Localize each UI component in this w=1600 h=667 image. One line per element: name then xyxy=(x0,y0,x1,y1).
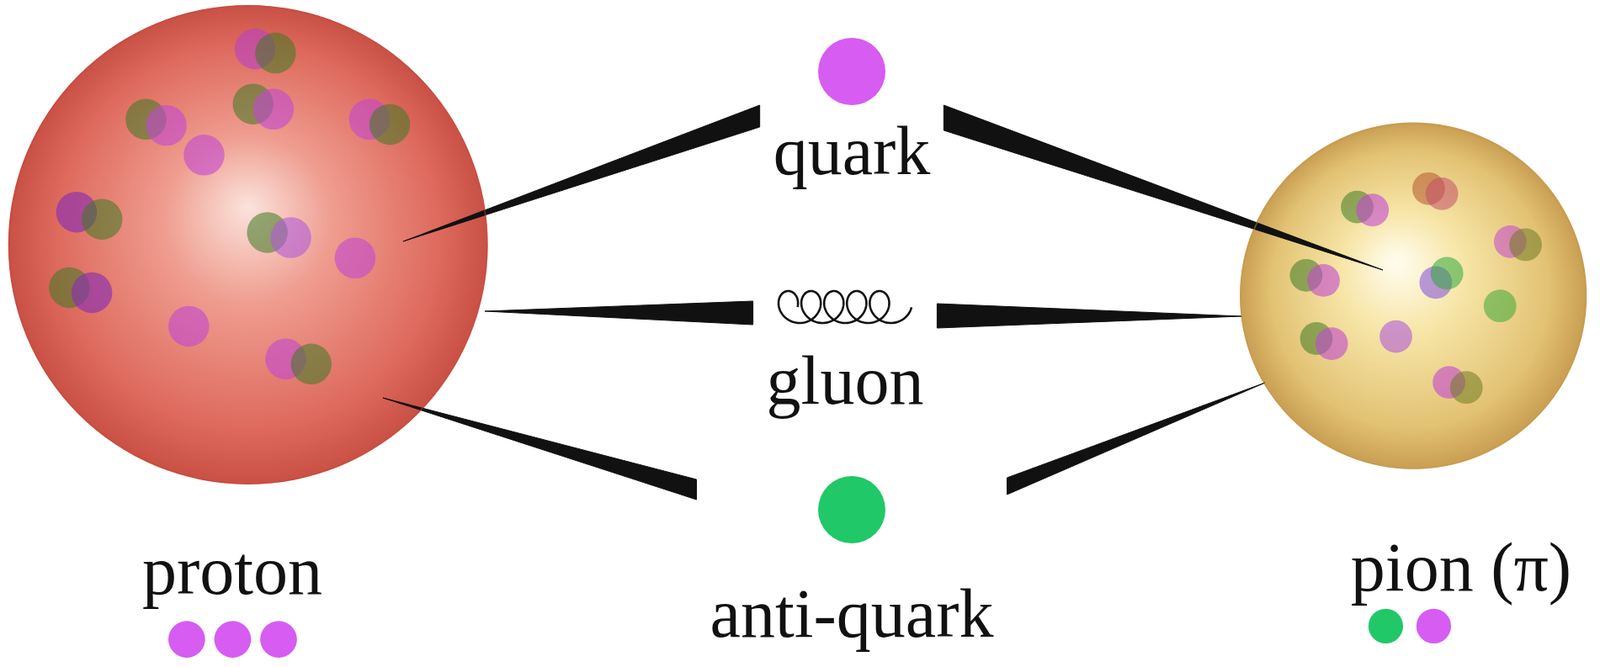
quark-dot xyxy=(1379,320,1413,354)
gluon-spring xyxy=(776,288,915,326)
sphere-outline xyxy=(1239,122,1587,470)
particle-name: anti-quark xyxy=(710,579,995,649)
particle-name: pion (π) xyxy=(1350,533,1572,603)
particle-name: proton xyxy=(142,536,323,606)
quark-dot xyxy=(253,88,294,129)
particle-dot xyxy=(818,476,886,544)
sphere-outline xyxy=(8,5,489,485)
quark-dot xyxy=(270,217,311,258)
antiquark-dot xyxy=(291,344,332,385)
proton-node: proton xyxy=(8,5,489,485)
quark-dot xyxy=(214,621,252,659)
wedge-connector xyxy=(943,105,1383,271)
proton-partons xyxy=(48,28,410,385)
particle-name: gluon xyxy=(766,346,925,416)
antiquark-dot xyxy=(1450,371,1484,404)
antiquark-dot xyxy=(369,104,410,145)
quark-dot xyxy=(168,621,206,659)
quark-dot xyxy=(168,306,209,347)
sphere-border xyxy=(1240,123,1586,469)
quark-dot xyxy=(260,621,298,659)
quark-node: quark xyxy=(760,37,945,187)
wedge-connector xyxy=(484,301,754,325)
quark-dot xyxy=(1307,264,1340,298)
antiquark-dot xyxy=(81,198,123,240)
quark-dot xyxy=(145,105,187,146)
wedge-connector xyxy=(1006,382,1266,495)
pion-partons xyxy=(1289,172,1542,404)
label-holder: proton xyxy=(142,536,323,606)
antiquark-dot xyxy=(1483,289,1517,323)
quark-dot xyxy=(71,272,112,314)
antiquark-dot xyxy=(1368,609,1404,644)
quark-dot xyxy=(334,237,376,278)
quark-dot xyxy=(1315,327,1349,361)
particle-dot xyxy=(818,37,886,106)
proton-sphere xyxy=(8,5,489,485)
proton-valence-dots xyxy=(168,621,298,659)
gluon-node: gluon xyxy=(753,288,938,416)
label-holder: pion (π) xyxy=(1350,533,1572,603)
pion-sphere xyxy=(1239,122,1587,469)
antiquark-dot xyxy=(1509,228,1542,262)
antiquark-dot xyxy=(255,32,296,74)
wedge-connector xyxy=(403,105,761,242)
quark-dot xyxy=(1355,193,1389,227)
wedge-connector xyxy=(382,398,697,500)
antiquark-node: anti-quark xyxy=(696,476,1008,649)
particle-name: quark xyxy=(773,116,931,187)
gluon-spring xyxy=(778,291,912,324)
quark-dot xyxy=(1416,609,1452,644)
pion-valence-dots xyxy=(1368,609,1452,644)
particle-dot xyxy=(818,37,886,106)
sphere-border xyxy=(9,5,488,484)
pion-node: pion (π) xyxy=(1239,122,1587,470)
antiquark-dot xyxy=(1430,257,1464,291)
quark-dot xyxy=(1425,177,1459,211)
quark-dot xyxy=(183,134,224,176)
wedge-connector xyxy=(936,303,1242,329)
particle-dot xyxy=(818,476,886,544)
